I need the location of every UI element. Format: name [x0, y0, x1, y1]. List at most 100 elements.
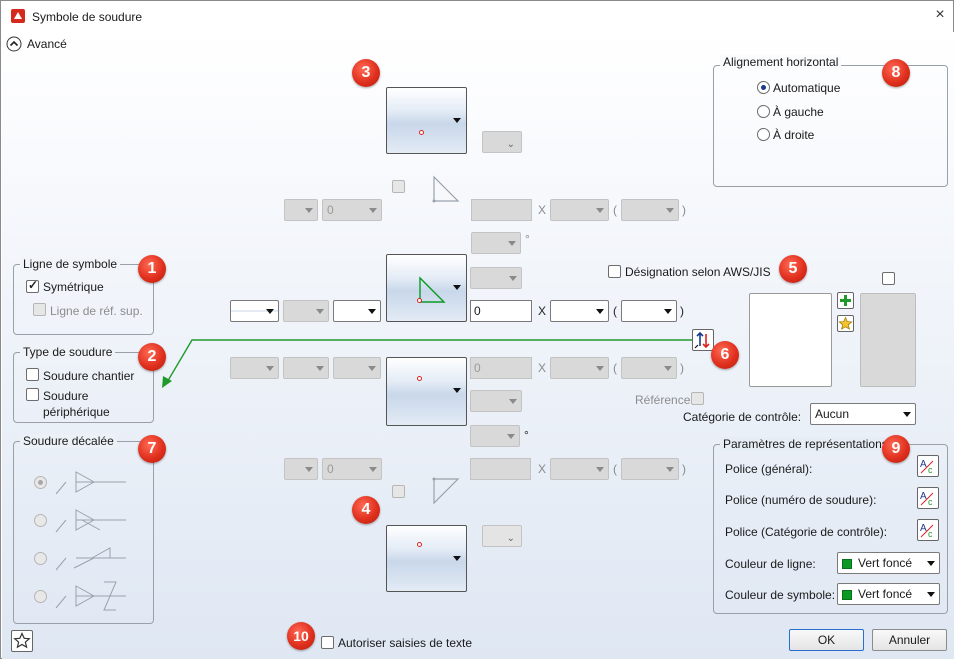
align-left-label[interactable]: À gauche — [773, 105, 824, 119]
fillet-weld-icon — [419, 276, 446, 303]
site-weld-checkbox[interactable] — [26, 368, 39, 381]
lower-angle-combo-1[interactable] — [470, 390, 522, 412]
bottom-prefix-combo[interactable] — [284, 458, 318, 480]
main-count-combo[interactable] — [550, 300, 609, 322]
bottom-count-combo[interactable] — [550, 458, 609, 480]
upper-weld-symbol-selector[interactable] — [386, 87, 467, 154]
symbol-line-group — [13, 264, 154, 335]
bottom-paren-close: ) — [682, 462, 686, 476]
main-weld-symbol-selector[interactable] — [386, 254, 467, 322]
upper-flag-checkbox[interactable] — [392, 180, 405, 193]
site-weld-label[interactable]: Soudure chantier — [43, 369, 135, 383]
align-right-radio[interactable] — [757, 128, 770, 141]
swap-sides-button[interactable] — [692, 329, 714, 351]
callout-marker-3: 3 — [352, 59, 380, 87]
callout-marker-10: 10 — [287, 622, 315, 650]
control-category-select[interactable]: Aucun — [810, 403, 916, 425]
cancel-button[interactable]: Annuler — [872, 629, 947, 651]
upper-extra-combo[interactable]: ⌄ — [482, 131, 522, 153]
upper-angle-combo[interactable] — [471, 232, 521, 254]
chevron-down-icon: ⌄ — [506, 533, 515, 544]
offset-option-1-radio[interactable] — [34, 476, 47, 489]
callout-marker-1: 1 — [138, 255, 166, 283]
main-length-input[interactable]: 0 — [470, 300, 532, 322]
font-control-category-label: Police (Catégorie de contrôle): — [725, 525, 888, 539]
bottom-x-label: X — [538, 462, 547, 476]
lower-length-input[interactable]: 0 — [470, 357, 532, 379]
line-color-select[interactable]: Vert foncé — [837, 552, 940, 574]
upper-x-label: X — [538, 203, 547, 217]
main-prefix-combo[interactable] — [230, 300, 279, 322]
upper-count-combo[interactable] — [550, 199, 609, 221]
lower-weld-symbol-selector[interactable] — [386, 357, 467, 426]
aws-jis-checkbox[interactable] — [608, 265, 621, 278]
callout-marker-6: 6 — [711, 341, 739, 369]
swap-arrows-icon — [694, 331, 710, 349]
reference-checkbox[interactable] — [691, 392, 704, 405]
offset-option-3-radio[interactable] — [34, 552, 47, 565]
svg-text:c: c — [928, 465, 933, 475]
lower-size-combo[interactable] — [333, 357, 381, 379]
collapse-chevron-icon[interactable] — [6, 36, 22, 52]
peripheral-weld-checkbox[interactable] — [26, 388, 39, 401]
aws-tail-text-panel[interactable] — [749, 293, 832, 387]
plus-icon — [840, 295, 851, 306]
symmetric-label[interactable]: Symétrique — [43, 280, 104, 294]
add-button[interactable] — [837, 292, 854, 309]
svg-text:c: c — [928, 497, 933, 507]
callout-marker-2: 2 — [138, 343, 166, 371]
bottom-weld-symbol-selector[interactable] — [386, 525, 467, 592]
symmetric-checkbox[interactable] — [26, 278, 39, 293]
favorites-button[interactable] — [11, 630, 33, 652]
main-pitch-combo[interactable] — [621, 300, 677, 322]
ok-button[interactable]: OK — [789, 629, 864, 651]
reference-point-icon — [417, 298, 422, 303]
allow-text-checkbox[interactable] — [321, 636, 334, 649]
upper-prefix-combo[interactable] — [284, 199, 318, 221]
bottom-size-combo[interactable]: 0 — [322, 458, 382, 480]
main-angle-combo[interactable] — [470, 267, 522, 289]
upper-pitch-combo[interactable] — [621, 199, 679, 221]
main-size-prefix-combo[interactable] — [283, 300, 329, 322]
align-automatic-radio[interactable] — [757, 81, 770, 94]
advanced-toggle-label[interactable]: Avancé — [27, 37, 67, 51]
allow-text-label[interactable]: Autoriser saisies de texte — [338, 636, 473, 650]
bottom-pitch-combo[interactable] — [621, 458, 679, 480]
svg-text:A: A — [920, 459, 927, 470]
aws-jis-label[interactable]: Désignation selon AWS/JIS — [625, 265, 771, 279]
offset-option-2-radio[interactable] — [34, 514, 47, 527]
main-size-combo[interactable] — [333, 300, 381, 322]
bottom-length-input[interactable] — [470, 458, 531, 480]
upper-ref-line-checkbox[interactable] — [33, 303, 46, 316]
upper-length-input[interactable] — [471, 199, 532, 221]
star-icon — [838, 316, 853, 330]
lower-paren-close: ) — [680, 361, 684, 375]
favorite-button[interactable] — [837, 315, 854, 332]
fillet-weld-lower-preview-icon — [432, 477, 460, 505]
lower-pitch-combo[interactable] — [621, 357, 677, 379]
upper-size-combo[interactable]: 0 — [322, 199, 382, 221]
lower-size-prefix-combo[interactable] — [283, 357, 329, 379]
align-right-label[interactable]: À droite — [773, 128, 815, 142]
align-left-radio[interactable] — [757, 105, 770, 118]
lower-count-combo[interactable] — [550, 357, 609, 379]
reference-point-icon — [419, 130, 424, 135]
close-icon[interactable]: × — [935, 6, 945, 23]
lower-angle-combo-2[interactable] — [470, 425, 520, 447]
font-general-label: Police (général): — [725, 462, 813, 476]
bottom-extra-combo[interactable]: ⌄ — [482, 525, 522, 547]
align-automatic-label[interactable]: Automatique — [773, 81, 841, 95]
lower-paren-open: ( — [613, 361, 617, 375]
aws-extra-checkbox[interactable] — [882, 272, 895, 285]
lower-flag-checkbox[interactable] — [392, 485, 405, 498]
chevron-down-icon — [453, 285, 461, 290]
symbol-color-select[interactable]: Vert foncé — [837, 583, 940, 605]
peripheral-weld-label-line2[interactable]: périphérique — [43, 405, 110, 419]
offset-option-4-radio[interactable] — [34, 590, 47, 603]
lower-prefix-combo[interactable] — [230, 357, 279, 379]
peripheral-weld-label-line1[interactable]: Soudure — [43, 389, 89, 403]
